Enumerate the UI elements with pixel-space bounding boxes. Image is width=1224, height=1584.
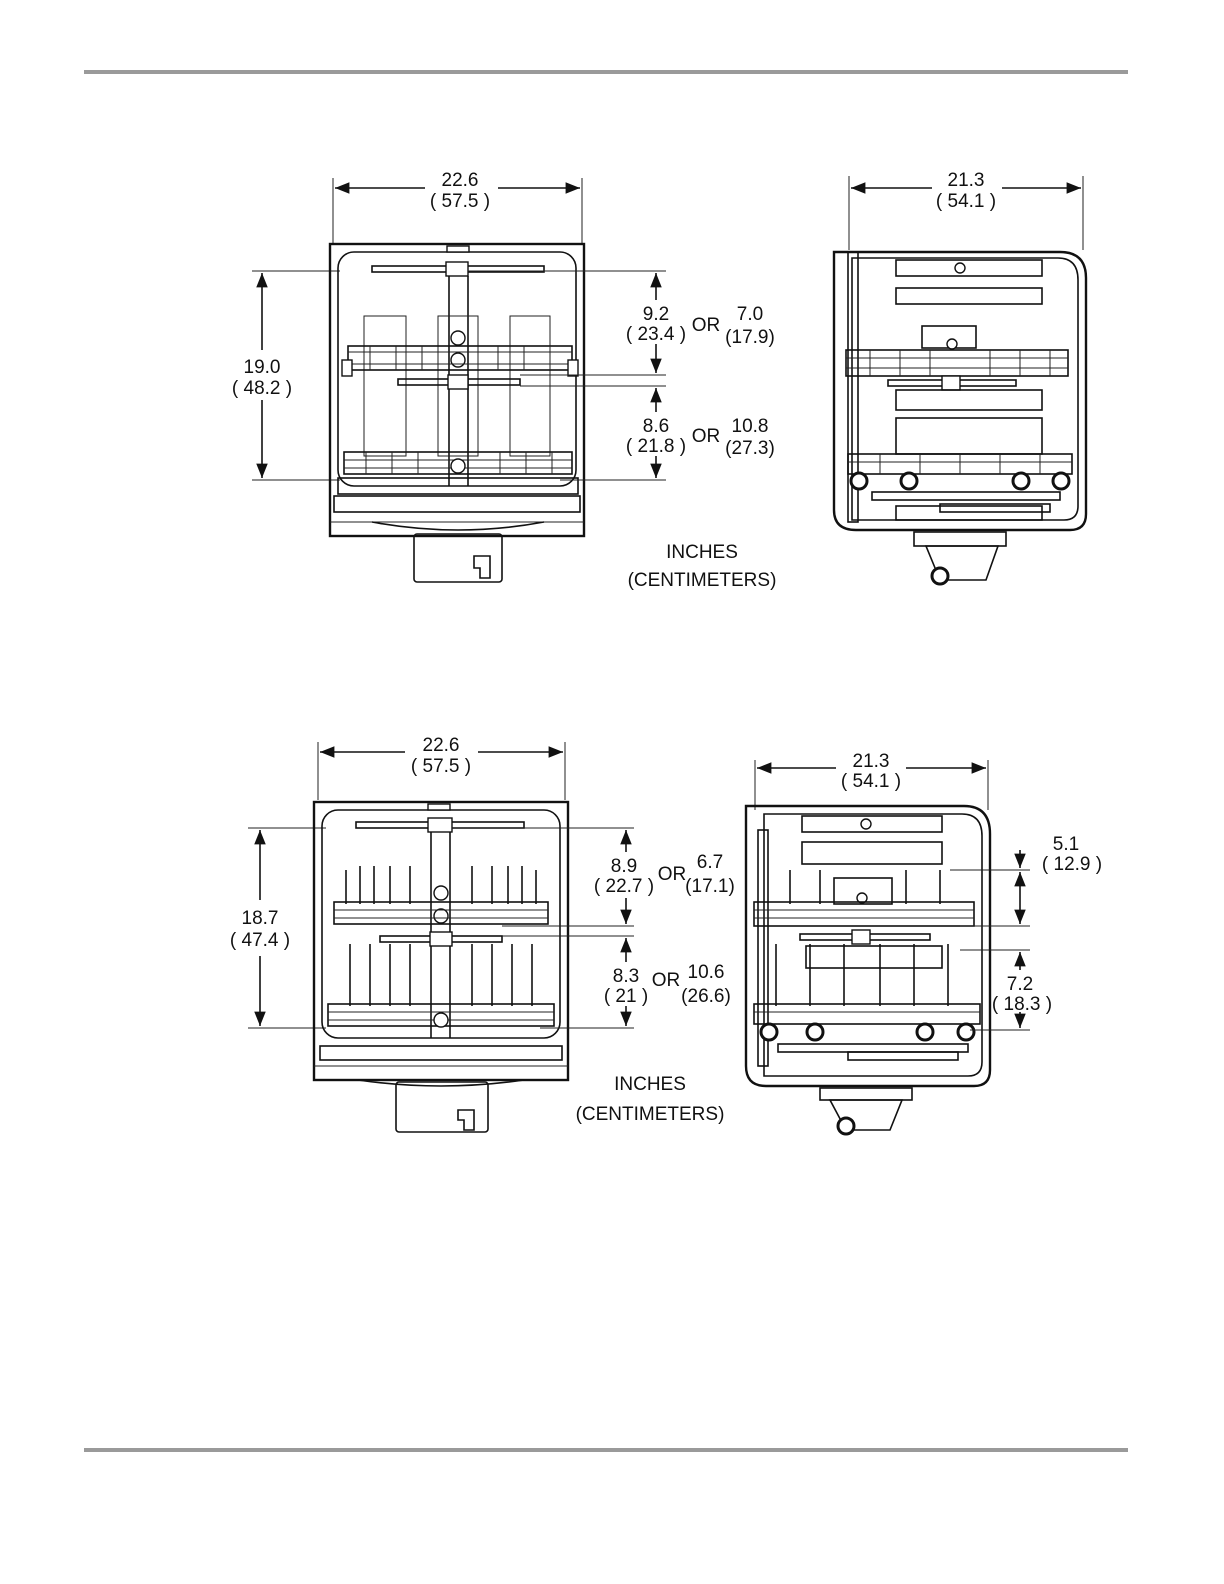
top-side-view: 21.3 ( 54.1 ) [834, 170, 1086, 584]
bottom-units-line2: (CENTIMETERS) [576, 1104, 725, 1125]
top-side-width-cm: ( 54.1 ) [936, 191, 996, 212]
bottom-front-upper-or: OR [658, 864, 687, 885]
bottom-side-view: 21.3 ( 54.1 ) [746, 751, 1102, 1134]
top-units-line2: (CENTIMETERS) [628, 570, 777, 591]
bottom-front-lower-b-cm: (26.6) [681, 986, 731, 1007]
bottom-front-width-inches: 22.6 [423, 735, 460, 756]
bottom-side-width-inches: 21.3 [853, 751, 890, 772]
bottom-front-upper-a-cm: ( 22.7 ) [594, 876, 654, 897]
top-side-width-inches: 21.3 [948, 170, 985, 191]
bottom-front-lower-a-cm: ( 21 ) [604, 986, 648, 1007]
top-front-width-cm: ( 57.5 ) [430, 191, 490, 212]
top-front-width-inches: 22.6 [442, 170, 479, 191]
bottom-front-height-cm: ( 47.4 ) [230, 930, 290, 951]
top-front-upper-b-inches: 7.0 [737, 304, 763, 325]
top-front-lower-or: OR [692, 426, 721, 447]
top-front-view: 22.6 ( 57.5 ) 19.0 ( 48.2 ) [232, 170, 775, 582]
top-front-height-inches: 19.0 [244, 357, 281, 378]
bottom-side-upper-inches: 5.1 [1053, 834, 1079, 855]
top-front-upper-a-cm: ( 23.4 ) [626, 324, 686, 345]
top-front-lower-b-cm: (27.3) [725, 438, 775, 459]
bottom-side-width-cm: ( 54.1 ) [841, 771, 901, 792]
top-front-height-cm: ( 48.2 ) [232, 378, 292, 399]
top-front-lower-a-cm: ( 21.8 ) [626, 436, 686, 457]
top-front-lower-a-inches: 8.6 [643, 416, 669, 437]
top-front-upper-b-cm: (17.9) [725, 327, 775, 348]
bottom-side-lower-inches: 7.2 [1007, 974, 1033, 995]
bottom-units-line1: INCHES [614, 1074, 686, 1095]
bottom-front-lower-b-inches: 10.6 [688, 962, 725, 983]
top-units-line1: INCHES [666, 542, 738, 563]
bottom-front-lower-or: OR [652, 970, 681, 991]
bottom-front-height-inches: 18.7 [242, 908, 279, 929]
bottom-front-upper-a-inches: 8.9 [611, 856, 637, 877]
bottom-front-upper-b-inches: 6.7 [697, 852, 723, 873]
bottom-front-lower-a-inches: 8.3 [613, 966, 639, 987]
bottom-side-upper-cm: ( 12.9 ) [1042, 854, 1102, 875]
top-front-lower-b-inches: 10.8 [732, 416, 769, 437]
bottom-front-width-cm: ( 57.5 ) [411, 756, 471, 777]
bottom-front-view: 22.6 ( 57.5 ) 18.7 ( 47.4 ) [230, 735, 735, 1132]
top-front-upper-a-inches: 9.2 [643, 304, 669, 325]
bottom-side-lower-cm: ( 18.3 ) [992, 994, 1052, 1015]
bottom-front-upper-b-cm: (17.1) [685, 876, 735, 897]
top-front-upper-or: OR [692, 315, 721, 336]
